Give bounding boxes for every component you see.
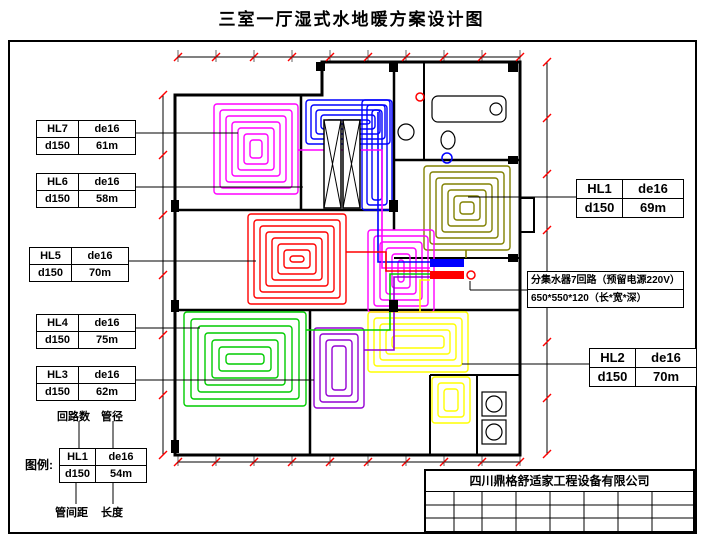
power-outlet-symbol [466, 270, 476, 280]
appliance [481, 419, 507, 445]
manifold-return-bar [430, 271, 464, 279]
loop-id: HL4 [37, 315, 79, 332]
legend-label-length: 长度 [101, 507, 123, 519]
bathtub [431, 95, 507, 123]
pipe-spacing: d150 [590, 368, 636, 386]
pipe-run [364, 276, 430, 351]
pipe-diameter: de16 [72, 248, 128, 265]
loop-length: 62m [95, 386, 119, 398]
bathroom-fixtures [397, 95, 507, 150]
legend-label-diameter: 管径 [101, 411, 123, 423]
pipe-spacing: d150 [577, 199, 623, 217]
callout-hl4: HL4 de16 d150 75m [36, 314, 136, 349]
pipe-run [419, 279, 430, 312]
shaft-boxes [323, 119, 361, 209]
heating-coil-hl7 [213, 103, 299, 195]
appliance [481, 391, 507, 417]
loop-id: HL1 [60, 449, 96, 466]
loop-length: 69m [639, 200, 667, 215]
appliance-burner [485, 423, 503, 441]
bathtub-drain [489, 102, 503, 116]
pipe-spacing: d150 [37, 191, 79, 207]
callout-hl2: HL2 de16 d150 70m [589, 348, 697, 387]
heating-coil-hl3 [313, 327, 365, 409]
loop-length: 75m [95, 334, 119, 346]
pipe-diameter: de16 [636, 349, 696, 368]
callout-hl5: HL5 de16 d150 70m [29, 247, 129, 282]
callout-hl1: HL1 de16 d150 69m [576, 179, 684, 218]
loop-length: 70m [88, 267, 112, 279]
heating-coil-hl2-b [431, 376, 471, 424]
leader-lines [75, 132, 589, 504]
loop-id: HL6 [37, 174, 79, 191]
callout-hl7: HL7 de16 d150 61m [36, 120, 136, 155]
pipe-diameter: de16 [79, 315, 135, 332]
loop-length: 61m [95, 140, 119, 152]
manifold-note-line2: 650*550*120（长*宽*深） [531, 293, 647, 304]
pipe-diameter: de16 [79, 367, 135, 384]
legend-label-loops: 回路数 [57, 411, 90, 423]
callout-hl3: HL3 de16 d150 62m [36, 366, 136, 401]
manifold-note: 分集水器7回路（预留电源220V） 650*550*120（长*宽*深） [527, 271, 684, 308]
loop-id: HL2 [590, 349, 636, 368]
heating-coils [183, 99, 511, 424]
pipe-run [346, 251, 430, 272]
structural-columns [171, 62, 518, 453]
manifold-supply-bar [430, 259, 464, 267]
flue [519, 197, 535, 233]
water-point-symbol [415, 92, 425, 102]
pipe-spacing: d150 [37, 384, 79, 400]
manifold-note-line1: 分集水器7回路（预留电源220V） [528, 272, 683, 290]
legend-caption: 图例: [25, 458, 53, 472]
heating-coil-hl1 [423, 165, 511, 251]
loop-length: 54m [109, 468, 133, 480]
legend-label-spacing: 管间距 [55, 507, 88, 519]
titleblock-grid [426, 492, 693, 532]
loop-id: HL3 [37, 367, 79, 384]
pipe-spacing: d150 [37, 138, 79, 154]
washbasin [397, 123, 415, 141]
pipe-diameter: de16 [96, 449, 146, 466]
pipe-diameter: de16 [623, 180, 683, 199]
loop-id: HL1 [577, 180, 623, 199]
callout-hl6: HL6 de16 d150 58m [36, 173, 136, 208]
pipe-diameter: de16 [79, 174, 135, 191]
company-name: 四川鼎格舒适家工程设备有限公司 [426, 471, 693, 492]
title-block: 四川鼎格舒适家工程设备有限公司 [424, 469, 695, 533]
loop-length: 58m [95, 193, 119, 205]
floor-drain-symbol [441, 152, 453, 164]
heating-coil-hl2-a [367, 311, 469, 373]
heating-coil-hl4 [183, 311, 307, 407]
appliance-burner [485, 395, 503, 413]
dimension-ticks [158, 50, 552, 467]
heating-coil-hl6-b [361, 99, 393, 211]
pipe-spacing: d150 [30, 265, 72, 281]
loop-id: HL7 [37, 121, 79, 138]
legend-sample-box: HL1 de16 d150 54m [59, 448, 147, 483]
pipe-diameter: de16 [79, 121, 135, 138]
loop-length: 70m [652, 369, 680, 384]
page-title: 三室一厅湿式水地暖方案设计图 [218, 10, 485, 29]
heating-coil-hl5 [247, 213, 347, 305]
loop-id: HL5 [30, 248, 72, 265]
toilet [440, 130, 456, 150]
pipe-spacing: d150 [37, 332, 79, 348]
pipe-run [377, 112, 430, 263]
kitchen-fixtures [481, 197, 535, 445]
pipe-spacing: d150 [60, 466, 96, 482]
